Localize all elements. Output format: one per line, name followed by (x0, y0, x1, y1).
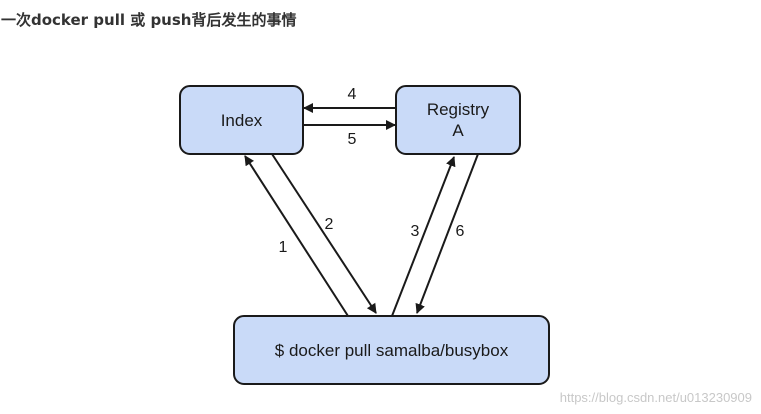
index-label: Index (221, 111, 263, 130)
edge-3-label: 3 (411, 223, 420, 240)
watermark-text: https://blog.csdn.net/u013230909 (560, 390, 752, 405)
edge-1-arrow (244, 155, 349, 317)
registry-label-line2: A (452, 121, 464, 140)
edge-3-arrow (391, 156, 456, 317)
registry-box (395, 85, 521, 155)
edge-5-label: 5 (348, 131, 357, 148)
edge-4-label: 4 (348, 86, 357, 103)
client-node: $ docker pull samalba/busybox (233, 315, 550, 385)
client-label: $ docker pull samalba/busybox (275, 341, 509, 360)
registry-node: Registry A (395, 85, 521, 155)
edge-1-label: 1 (279, 239, 288, 256)
edge-2-arrow (271, 153, 377, 314)
client-box (233, 315, 550, 385)
page-title: 一次docker pull 或 push背后发生的事情 (1, 11, 297, 29)
edge-6-label: 6 (456, 223, 465, 240)
index-node: Index (179, 85, 304, 155)
index-box (179, 85, 304, 155)
edge-6-arrow (415, 153, 479, 314)
edge-2-label: 2 (325, 216, 334, 233)
registry-label-line1: Registry (427, 100, 490, 119)
